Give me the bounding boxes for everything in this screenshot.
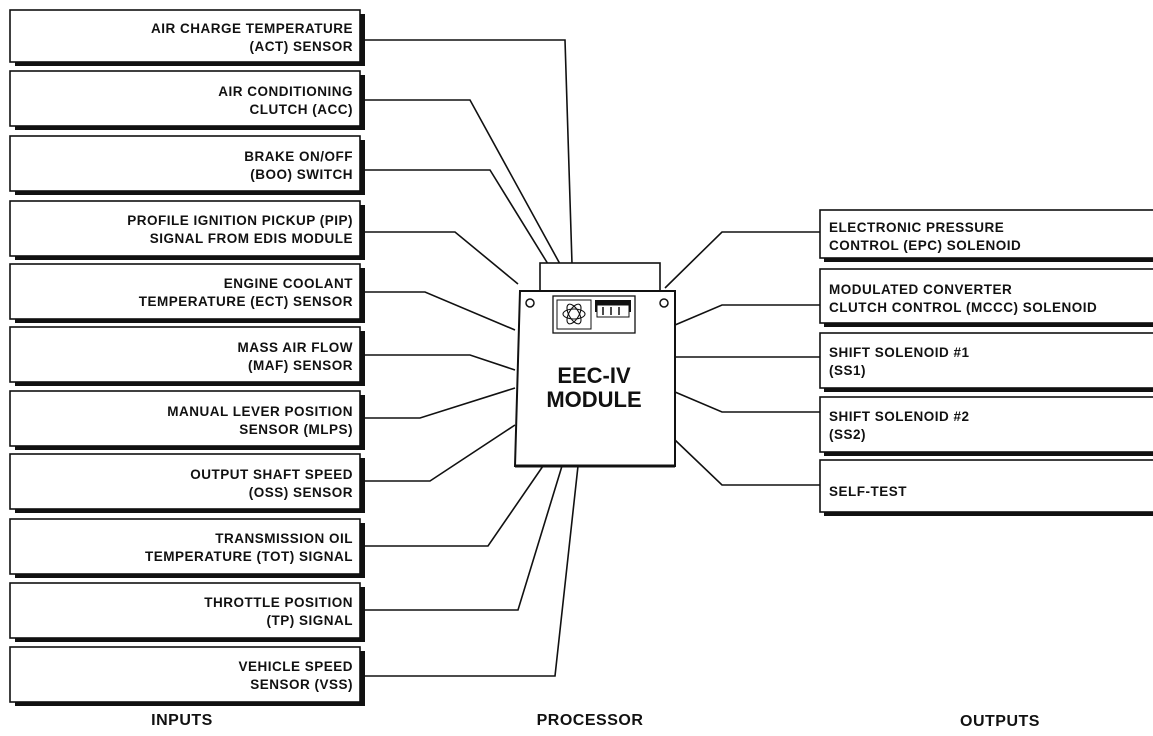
wire-tot	[363, 465, 544, 547]
input-box: MASS AIR FLOW (MAF) SENSOR	[9, 326, 365, 386]
input-box: ENGINE COOLANT TEMPERATURE (ECT) SENSOR	[9, 263, 365, 323]
wire-ss2	[674, 391, 822, 413]
wire-act	[363, 39, 573, 265]
wire-epc	[664, 231, 822, 289]
output-label-line1: SELF-TEST	[829, 484, 907, 499]
mounting-screw-icon	[525, 298, 535, 308]
output-box: SHIFT SOLENOID #2 (SS2)	[819, 396, 1153, 456]
output-label-line2: CONTROL (EPC) SOLENOID	[829, 238, 1021, 253]
connector-wires	[363, 39, 822, 677]
input-box: VEHICLE SPEED SENSOR (VSS)	[9, 646, 365, 706]
input-label-line2: (MAF) SENSOR	[248, 358, 353, 373]
input-label-line2: (OSS) SENSOR	[249, 485, 353, 500]
output-box: MODULATED CONVERTER CLUTCH CONTROL (MCCC…	[819, 268, 1153, 327]
outputs-group: ELECTRONIC PRESSURE CONTROL (EPC) SOLENO…	[819, 209, 1153, 516]
input-label-line1: MANUAL LEVER POSITION	[167, 404, 353, 419]
input-label-line2: SIGNAL FROM EDIS MODULE	[150, 231, 353, 246]
eec-iv-module: EEC-IV MODULE	[513, 262, 676, 468]
input-label-line2: CLUTCH (ACC)	[250, 102, 353, 117]
input-box: MANUAL LEVER POSITION SENSOR (MLPS)	[9, 390, 365, 450]
wire-ect	[363, 291, 516, 331]
wire-mlps	[363, 387, 516, 419]
input-box: AIR CHARGE TEMPERATURE (ACT) SENSOR	[9, 9, 365, 66]
input-label-line1: OUTPUT SHAFT SPEED	[190, 467, 353, 482]
input-label-line1: PROFILE IGNITION PICKUP (PIP)	[127, 213, 353, 228]
input-label-line1: ENGINE COOLANT	[224, 276, 354, 291]
input-label-line1: THROTTLE POSITION	[204, 595, 353, 610]
input-label-line2: TEMPERATURE (ECT) SENSOR	[139, 294, 353, 309]
input-label-line2: SENSOR (VSS)	[250, 677, 353, 692]
outputs-caption: OUTPUTS	[960, 713, 1040, 730]
wire-self-test	[674, 439, 822, 486]
input-box: THROTTLE POSITION (TP) SIGNAL	[9, 582, 365, 642]
input-label-line2: TEMPERATURE (TOT) SIGNAL	[145, 549, 353, 564]
output-label-line1: SHIFT SOLENOID #1	[829, 345, 970, 360]
input-box: AIR CONDITIONING CLUTCH (ACC)	[9, 70, 365, 130]
inputs-caption: INPUTS	[151, 712, 213, 729]
output-label-line1: ELECTRONIC PRESSURE	[829, 220, 1004, 235]
module-label-line1: EEC-IV	[557, 363, 631, 388]
output-box: ELECTRONIC PRESSURE CONTROL (EPC) SOLENO…	[819, 209, 1153, 262]
input-box: TRANSMISSION OIL TEMPERATURE (TOT) SIGNA…	[9, 518, 365, 578]
input-label-line2: (TP) SIGNAL	[267, 613, 354, 628]
wire-maf	[363, 354, 516, 371]
inputs-group: AIR CHARGE TEMPERATURE (ACT) SENSOR AIR …	[9, 9, 365, 706]
input-label-line1: AIR CHARGE TEMPERATURE	[151, 21, 353, 36]
input-label-line1: BRAKE ON/OFF	[244, 149, 353, 164]
wire-boo	[363, 169, 549, 265]
module-connector	[539, 262, 661, 292]
input-label-line1: AIR CONDITIONING	[218, 84, 353, 99]
input-label-line2: SENSOR (MLPS)	[239, 422, 353, 437]
input-box: PROFILE IGNITION PICKUP (PIP) SIGNAL FRO…	[9, 200, 365, 260]
input-label-line1: MASS AIR FLOW	[238, 340, 354, 355]
wire-acc	[363, 99, 561, 265]
input-label-line1: VEHICLE SPEED	[238, 659, 353, 674]
output-label-line1: SHIFT SOLENOID #2	[829, 409, 970, 424]
wire-vss	[363, 465, 579, 677]
output-label-line2: (SS1)	[829, 363, 866, 378]
module-label-line2: MODULE	[546, 387, 641, 412]
output-label-line1: MODULATED CONVERTER	[829, 282, 1012, 297]
wire-tp	[363, 465, 563, 611]
output-label-line2: (SS2)	[829, 427, 866, 442]
output-label-line2: CLUTCH CONTROL (MCCC) SOLENOID	[829, 300, 1097, 315]
input-box: OUTPUT SHAFT SPEED (OSS) SENSOR	[9, 453, 365, 513]
processor-caption: PROCESSOR	[537, 712, 644, 729]
output-box: SHIFT SOLENOID #1 (SS1)	[819, 332, 1153, 392]
input-label-line2: (BOO) SWITCH	[250, 167, 353, 182]
fan-logo-icon	[562, 303, 586, 325]
output-box: SELF-TEST	[819, 459, 1153, 516]
wire-mccc	[674, 304, 822, 326]
wire-oss	[363, 424, 516, 482]
mounting-screw-icon	[659, 298, 669, 308]
wire-pip	[363, 231, 519, 285]
input-label-line1: TRANSMISSION OIL	[215, 531, 353, 546]
input-label-line2: (ACT) SENSOR	[250, 39, 354, 54]
input-box: BRAKE ON/OFF (BOO) SWITCH	[9, 135, 365, 195]
